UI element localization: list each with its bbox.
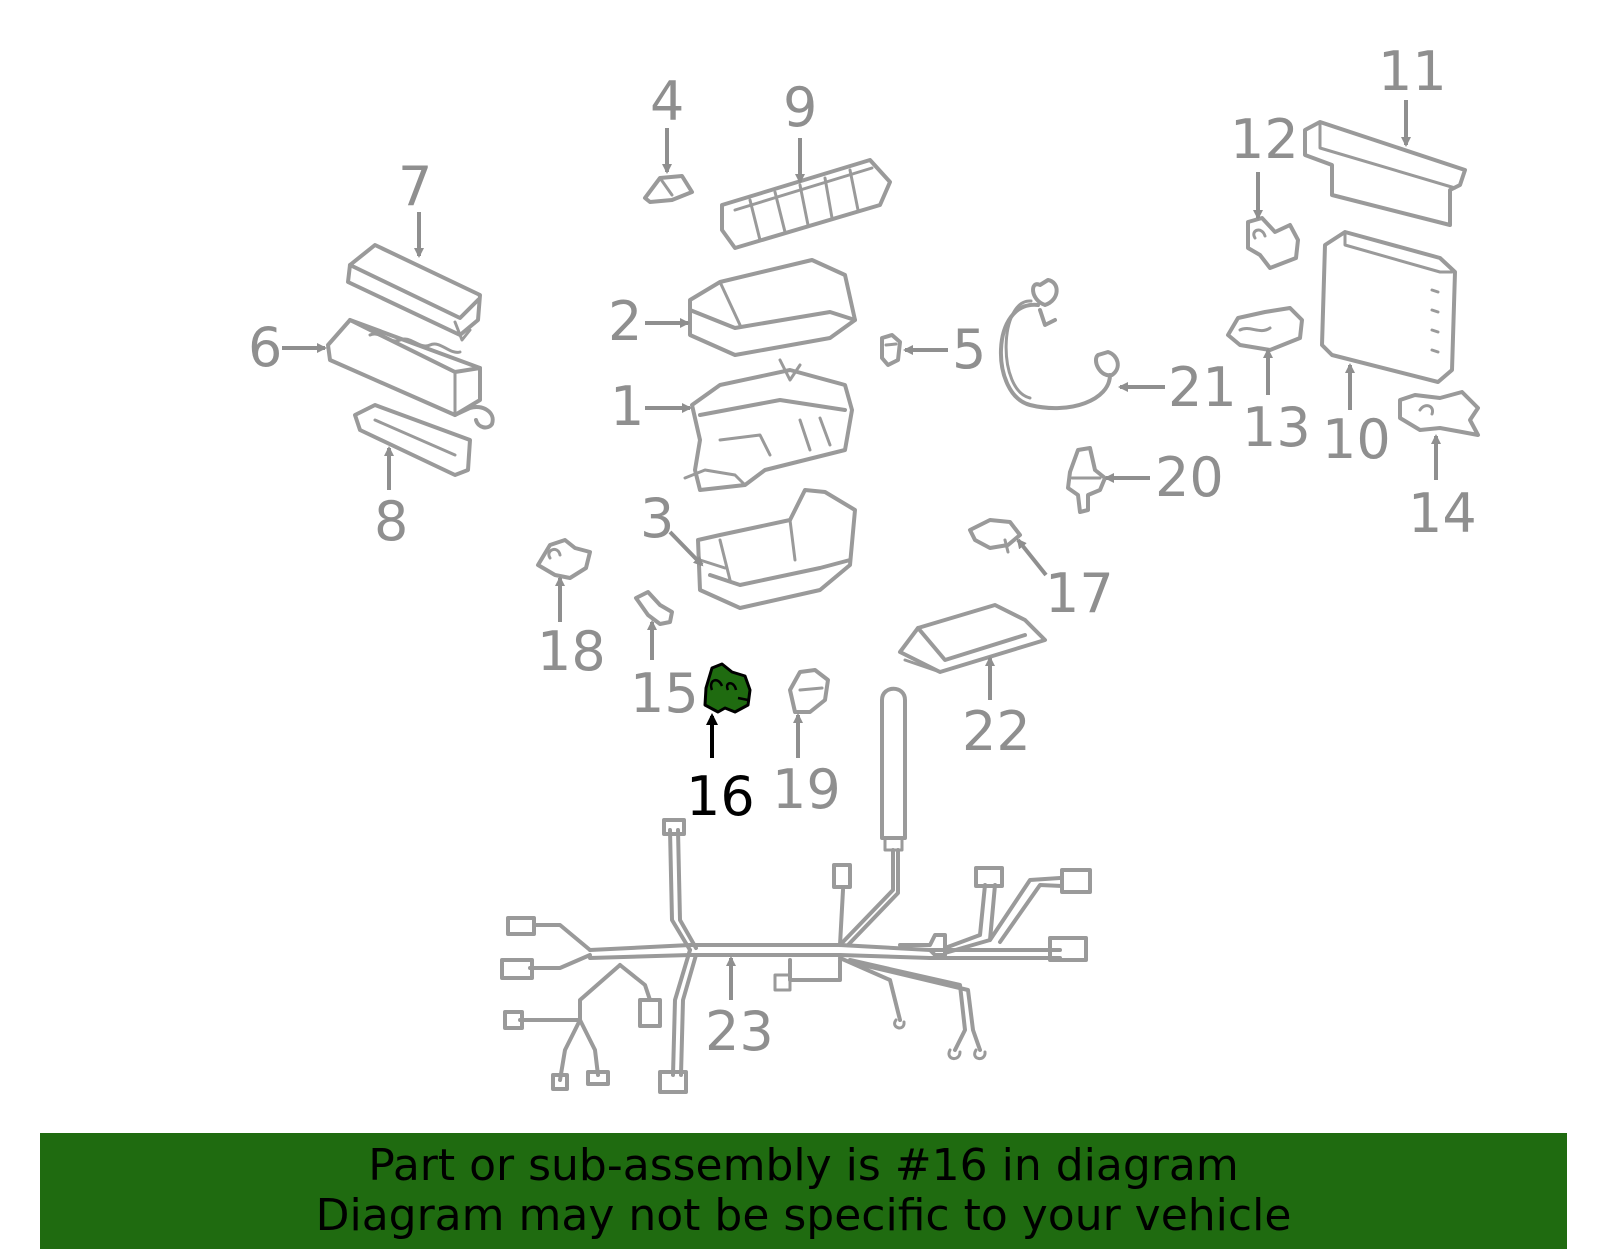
part-21-sensor-wire xyxy=(999,278,1120,411)
callout-17: 17 xyxy=(1045,562,1114,625)
callout-12: 12 xyxy=(1230,108,1299,171)
callout-19: 19 xyxy=(772,758,841,821)
part-17-connector xyxy=(968,518,1022,554)
callout-7: 7 xyxy=(398,155,432,218)
part-15-sensor xyxy=(634,590,674,626)
callout-2: 2 xyxy=(608,290,642,353)
callout-14: 14 xyxy=(1408,482,1477,545)
part-14-bracket xyxy=(1398,390,1480,437)
callout-3: 3 xyxy=(640,487,674,550)
part-5-plug xyxy=(880,333,902,367)
part-2-box-cover xyxy=(688,258,857,357)
part-16-highlighted xyxy=(703,662,752,714)
part-10-ecu xyxy=(1320,230,1457,384)
part-23-harness xyxy=(500,686,1092,1094)
callout-8: 8 xyxy=(374,490,408,553)
callout-9: 9 xyxy=(783,76,817,139)
part-4-clip xyxy=(643,174,694,204)
part-6-fuse-block xyxy=(326,318,495,430)
part-22-module xyxy=(898,603,1047,674)
part-11-bracket xyxy=(1303,120,1467,227)
banner-line-1: Part or sub-assembly is #16 in diagram xyxy=(368,1140,1239,1191)
callout-23: 23 xyxy=(705,1000,774,1063)
part-20-sensor xyxy=(1066,446,1107,514)
part-7-cover xyxy=(346,243,482,342)
callout-13: 13 xyxy=(1242,396,1311,459)
part-12-bracket xyxy=(1246,216,1300,270)
callout-1: 1 xyxy=(610,375,644,438)
part-3-tray xyxy=(696,488,857,610)
callout-22: 22 xyxy=(962,700,1031,763)
banner-line-2: Diagram may not be specific to your vehi… xyxy=(315,1190,1292,1241)
info-banner: Part or sub-assembly is #16 in diagram D… xyxy=(40,1133,1567,1249)
callout-4: 4 xyxy=(650,70,684,133)
callout-5: 5 xyxy=(952,318,986,381)
callout-labels: 7 6 8 4 9 2 5 1 3 21 20 17 22 11 12 13 1… xyxy=(248,40,1477,1063)
callout-11: 11 xyxy=(1378,40,1447,103)
part-19-clip xyxy=(788,668,830,714)
callout-arrows xyxy=(282,100,1441,1000)
callout-6: 6 xyxy=(248,316,282,379)
part-13-bracket xyxy=(1226,306,1304,352)
callout-18: 18 xyxy=(537,620,606,683)
callout-20: 20 xyxy=(1155,446,1224,509)
part-9-relay-block xyxy=(720,158,892,250)
callout-15: 15 xyxy=(630,662,699,725)
part-1-main-box xyxy=(683,358,854,492)
callout-21: 21 xyxy=(1168,356,1237,419)
part-8-bracket xyxy=(353,403,472,477)
callout-10: 10 xyxy=(1322,408,1391,471)
part-18-sensor xyxy=(536,538,592,580)
callout-16: 16 xyxy=(686,765,755,828)
